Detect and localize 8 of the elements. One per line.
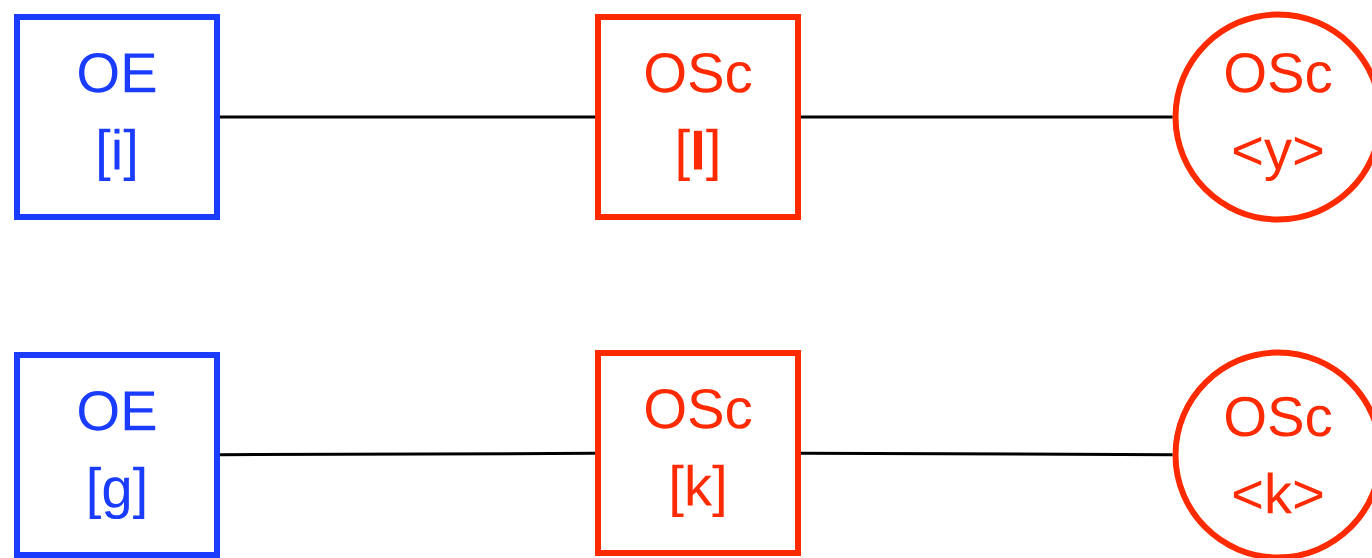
label-box: OSc [I] — [595, 14, 801, 220]
connector-line — [801, 115, 1173, 119]
connector-line — [220, 451, 596, 457]
label-box: OE [i] — [14, 14, 220, 220]
label-box: OSc [k] — [595, 350, 801, 556]
connector-line — [801, 451, 1173, 457]
connector-line — [220, 115, 595, 119]
label-box: OE [g] — [14, 352, 220, 558]
